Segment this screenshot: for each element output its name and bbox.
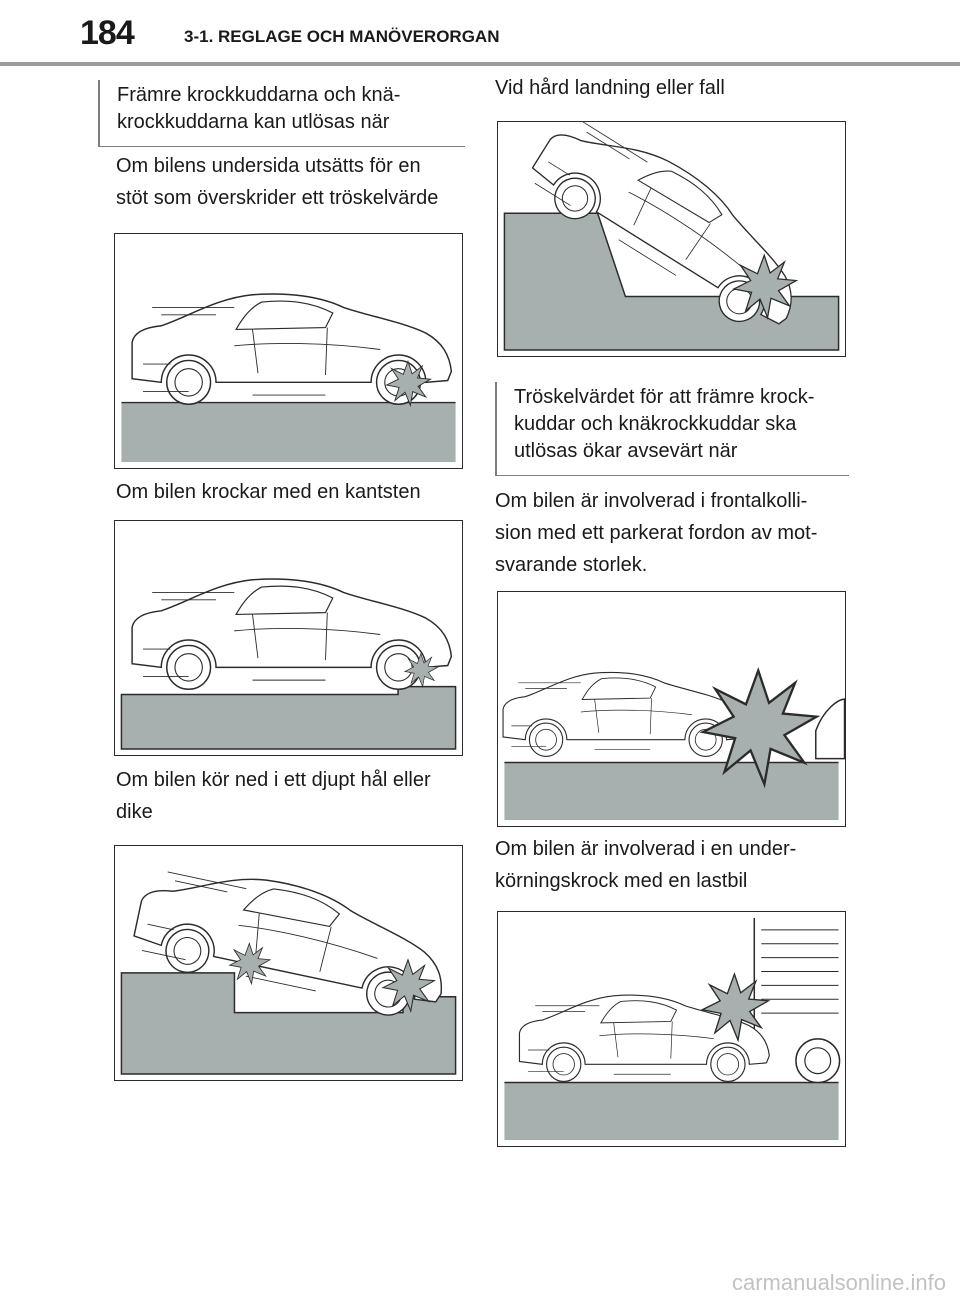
ground <box>121 402 456 463</box>
figure-frontal-collision <box>497 591 846 827</box>
illustration-deep-hole <box>120 854 458 1075</box>
figure-underside-impact <box>114 233 463 469</box>
caption-hard-landing: Vid hård landning eller fall <box>495 77 725 99</box>
car-icon <box>131 578 453 690</box>
figure-curb-collision <box>114 520 463 756</box>
illustration-underside-impact <box>121 293 456 463</box>
section-title: 3-1. REGLAGE OCH MANÖVERORGAN <box>184 27 500 46</box>
caption-frontal-collision: Om bilen är involverad i frontalkolli- s… <box>495 490 818 576</box>
figure-hard-landing <box>497 121 846 357</box>
airbag-deploy-note: Främre krockkuddarna och knä- krockkudda… <box>98 80 465 147</box>
car-icon <box>502 671 747 757</box>
figure-deep-hole <box>114 845 463 1081</box>
illustration-hard-landing <box>503 122 840 351</box>
truck-rear-icon <box>753 917 841 1084</box>
ground-with-curb <box>120 685 457 750</box>
header-divider <box>0 62 960 66</box>
caption-curb-collision: Om bilen krockar med en kantsten <box>116 481 421 503</box>
threshold-note: Tröskelvärdet för att främre krock- kudd… <box>495 382 849 476</box>
caption-underside-impact: Om bilens undersida utsätts för en stöt … <box>116 155 439 209</box>
page-number: 184 <box>80 14 135 52</box>
ground <box>504 1082 839 1141</box>
caption-underride-collision: Om bilen är involverad i en under- körni… <box>495 838 797 892</box>
figure-underride-collision <box>497 911 846 1147</box>
ground <box>504 762 839 821</box>
caption-deep-hole: Om bilen kör ned i ett djupt hål eller d… <box>116 769 431 823</box>
watermark: carmanualsonline.info <box>731 1270 946 1295</box>
illustration-frontal-collision <box>502 669 845 821</box>
illustration-curb-collision <box>120 578 457 750</box>
illustration-underride-collision <box>504 917 841 1141</box>
parked-car-icon <box>815 698 845 760</box>
